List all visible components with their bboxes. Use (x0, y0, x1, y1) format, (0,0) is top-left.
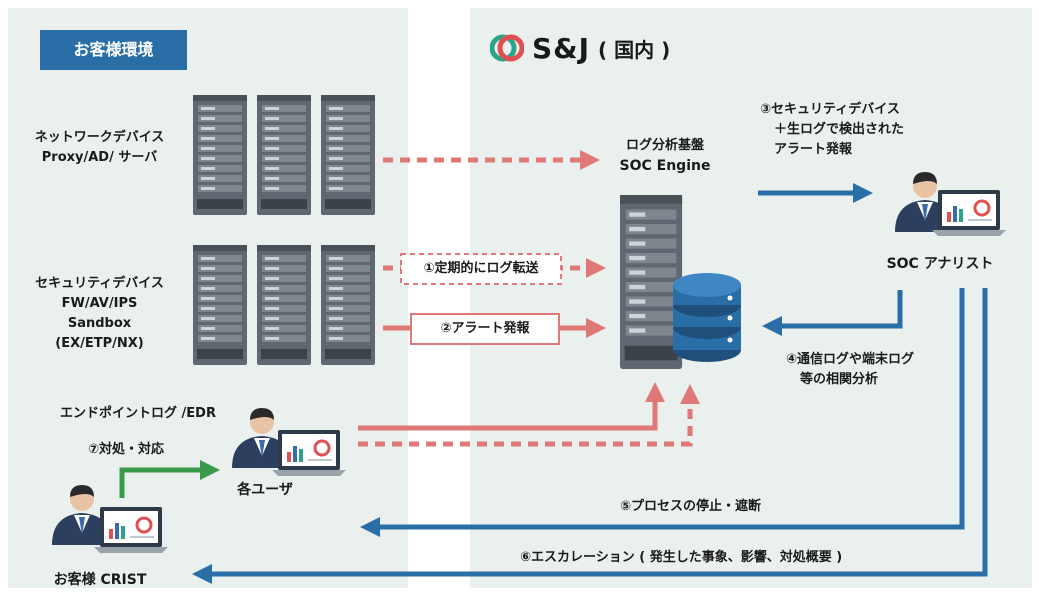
escalation-arrow (192, 288, 988, 584)
security-devices-line2: FW/AV/IPS (61, 296, 138, 311)
step2-label: ②アラート発報 (440, 321, 530, 336)
network-devices-line2: Proxy/AD/ サーバ (41, 150, 158, 165)
database-icon (673, 273, 741, 362)
process-stop-arrow (360, 288, 965, 537)
step4-line2: 等の相関分析 (800, 372, 879, 387)
endpoint-label: エンドポイントログ /EDR (60, 406, 216, 421)
soc-analyst-figure (895, 172, 1008, 238)
step5-label: ⑤プロセスの停止・遮断 (620, 499, 762, 514)
security-devices-line1: セキュリティデバイス (35, 276, 164, 291)
step3-line2: ＋生ログで検出された (774, 122, 905, 137)
step1-label: ①定期的にログ転送 (423, 261, 539, 276)
security-devices-line3: Sandbox (67, 316, 132, 331)
endpoint-alert-arrow (358, 382, 665, 431)
platform-line1: ログ分析基盤 (625, 138, 704, 153)
network-devices-line1: ネットワークデバイス (34, 130, 165, 145)
brand-logo-icon (490, 34, 524, 62)
user-figure (232, 408, 348, 478)
customer-environment-title: お客様環境 (40, 30, 187, 70)
network-device-servers (193, 95, 375, 215)
security-devices-line4: (EX/ETP/NX) (55, 336, 144, 351)
platform-line2: SOC Engine (619, 158, 711, 174)
step3-label: ③セキュリティデバイス ＋生ログで検出された アラート発報 (760, 100, 904, 160)
step4-line1: ④通信ログや端末ログ (786, 352, 915, 367)
crist-figure (52, 485, 170, 555)
users-label: 各ユーザ (237, 482, 293, 498)
endpoint-log-arrow (358, 384, 700, 447)
soc-engine-server (620, 195, 683, 369)
network-devices-label: ネットワークデバイス Proxy/AD/ サーバ (12, 128, 187, 168)
crist-label: お客様 CRIST (53, 572, 147, 588)
correlation-arrow (762, 290, 903, 336)
step3-line3: アラート発報 (774, 142, 853, 157)
analyst-label: SOC アナリスト (886, 256, 994, 272)
step6-label: ⑥エスカレーション ( 発生した事象、影響、対処概要 ) (520, 550, 843, 565)
periodic-transfer-box (400, 253, 562, 285)
brand-name: S&J (532, 31, 591, 65)
brand-region: ( 国内 ) (598, 37, 671, 62)
security-device-servers (193, 245, 375, 365)
response-arrow (119, 460, 220, 498)
step4-label: ④通信ログや端末ログ 等の相関分析 (786, 350, 914, 390)
platform-label: ログ分析基盤 SOC Engine (595, 136, 735, 176)
alert-box (410, 313, 560, 345)
step3-line1: ③セキュリティデバイス (760, 102, 900, 117)
security-devices-label: セキュリティデバイス FW/AV/IPS Sandbox (EX/ETP/NX) (12, 274, 187, 354)
provider-brand: S&J ( 国内 ) (490, 28, 670, 68)
provider-panel (470, 8, 1032, 588)
step7-label: ⑦対処・対応 (88, 442, 165, 457)
